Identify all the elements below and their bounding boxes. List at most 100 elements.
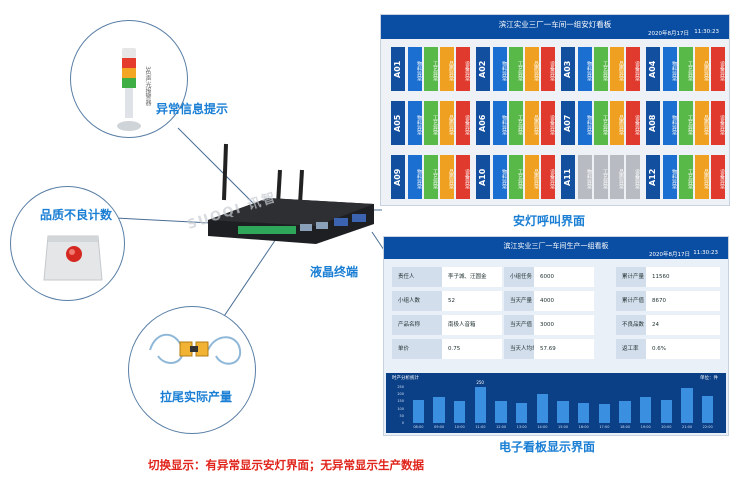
station-status: 设备异常: [541, 155, 555, 199]
table-key: 单价: [392, 339, 442, 359]
station-status: 设备异常: [626, 155, 640, 199]
table-value: 4000: [534, 291, 594, 311]
station-status: 设备异常: [541, 47, 555, 91]
x-tick-label: 14:00: [537, 425, 548, 429]
station-status: 工艺异常: [424, 101, 438, 145]
table-value: 57.69: [534, 339, 594, 359]
station-code: A09: [391, 155, 405, 199]
kanban-time: 11:30:23: [693, 250, 718, 256]
table-key: 责任人: [392, 267, 442, 287]
station-status: 物料异常: [578, 155, 592, 199]
x-tick-label: 13:00: [516, 425, 527, 429]
station-status: 工艺异常: [509, 47, 523, 91]
push-button-icon: [43, 235, 103, 281]
chart-bar: [495, 401, 507, 423]
chart-bar: [515, 402, 528, 423]
station-status: 物料异常: [493, 101, 507, 145]
switch-display-note: 切换显示：有异常显示安灯界面；无异常显示生产数据: [148, 458, 424, 472]
chart-bar: [474, 387, 486, 423]
station-status: 品质异常: [610, 101, 624, 145]
x-tick-label: 17:00: [599, 425, 610, 429]
x-tick-label: 22:00: [702, 425, 713, 429]
station-status: 品质异常: [525, 47, 539, 91]
x-tick-label: 11:00: [475, 425, 486, 429]
station-status: 设备异常: [711, 101, 725, 145]
tower-light-side-text: 3色声光报警器: [144, 66, 151, 106]
station-status: 工艺异常: [679, 101, 693, 145]
station-status: 品质异常: [440, 155, 454, 199]
y-tick-label: 100: [397, 406, 404, 411]
station-status: 设备异常: [456, 155, 470, 199]
station-status: 物料异常: [493, 47, 507, 91]
station-status: 工艺异常: [594, 155, 608, 199]
station-code: A01: [391, 47, 405, 91]
chart-bar: [701, 395, 714, 423]
pull-output-circle: [128, 306, 256, 434]
table-value: 李子城、汪圆金: [442, 267, 502, 287]
station-status: 工艺异常: [509, 101, 523, 145]
station-status: 物料异常: [578, 101, 592, 145]
station-status: 物料异常: [663, 155, 677, 199]
station-status: 品质异常: [440, 47, 454, 91]
chart-bar: [577, 402, 590, 423]
station-status: 工艺异常: [679, 47, 693, 91]
station-status: 物料异常: [408, 101, 422, 145]
station-status: 工艺异常: [679, 155, 693, 199]
x-tick-label: 12:00: [496, 425, 507, 429]
kanban-date: 2020年8月17日: [649, 252, 690, 258]
terminal-device-icon: [208, 143, 374, 244]
y-tick-label: 250: [397, 385, 404, 389]
station-code: A03: [561, 47, 575, 91]
station-code: A07: [561, 101, 575, 145]
station-code: A08: [646, 101, 660, 145]
station-status: 工艺异常: [509, 155, 523, 199]
x-tick-label: 10:00: [454, 425, 465, 429]
station-status: 设备异常: [626, 47, 640, 91]
station-status: 品质异常: [525, 155, 539, 199]
x-tick-label: 20:00: [661, 425, 672, 429]
station-status: 工艺异常: [594, 101, 608, 145]
station-status: 设备异常: [456, 47, 470, 91]
chart-bar: [681, 388, 693, 423]
station-status: 物料异常: [663, 47, 677, 91]
tower-light-label: 异常信息提示: [156, 102, 229, 116]
y-tick-label: 0: [401, 421, 404, 425]
chart-unit: 单位：件: [700, 376, 718, 381]
x-tick-label: 09:00: [434, 425, 445, 429]
andon-time: 11:30:23: [694, 29, 719, 35]
chart-bar: [598, 404, 610, 423]
chart-bar: [453, 401, 466, 423]
peak-label: 250: [476, 380, 484, 385]
andon-title: 滨江实业三厂一车间一组安灯看板: [498, 20, 612, 29]
station-code: A02: [476, 47, 490, 91]
y-tick-label: 200: [397, 392, 404, 397]
station-code: A10: [476, 155, 490, 199]
kanban-title: 滨江实业三厂一车间生产一组看板: [503, 242, 609, 250]
table-value: 8670: [646, 291, 720, 311]
station-status: 工艺异常: [424, 47, 438, 91]
station-status: 物料异常: [578, 47, 592, 91]
station-status: 物料异常: [408, 155, 422, 199]
station-status: 物料异常: [408, 47, 422, 91]
chart-bar: [433, 397, 445, 423]
table-value: 11560: [646, 267, 720, 287]
station-status: 品质异常: [440, 101, 454, 145]
chart-bar: [536, 394, 548, 423]
chart-bar: [557, 401, 569, 423]
table-value: 0.6%: [646, 339, 720, 359]
andon-date: 2020年8月17日: [648, 31, 689, 37]
chart-bar: [660, 399, 672, 423]
x-tick-label: 21:00: [682, 425, 693, 429]
